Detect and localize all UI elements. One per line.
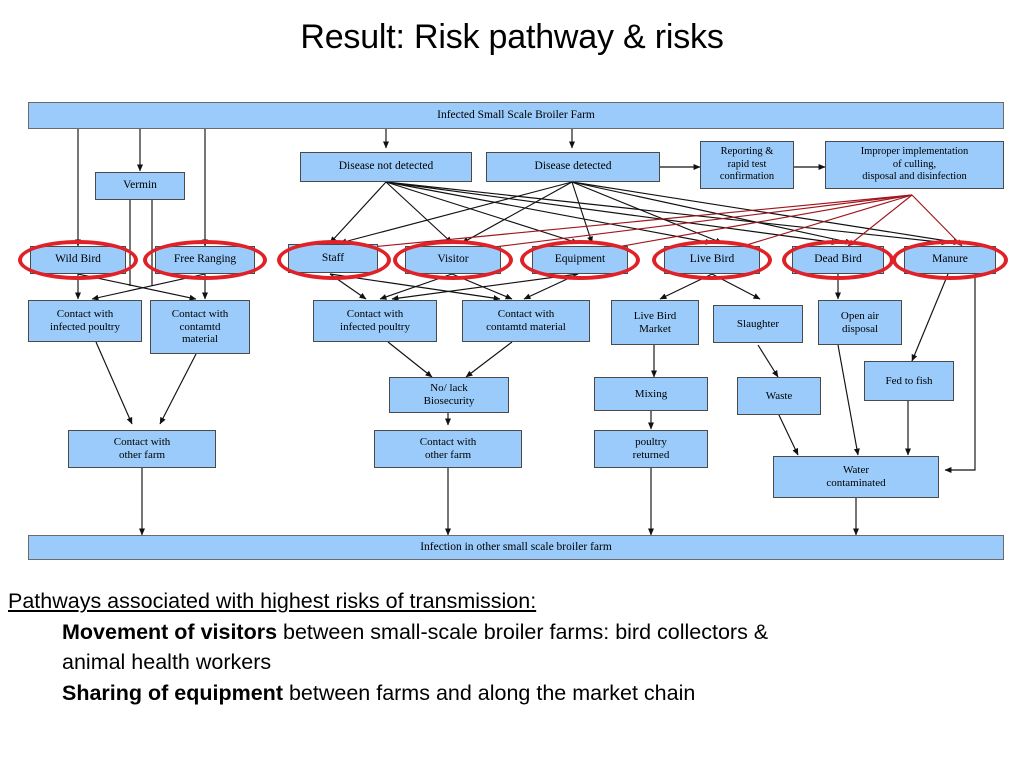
notes-item-1-bold: Movement of visitors [62, 619, 278, 644]
contact-inf-1-line-1: Contact with [56, 308, 114, 321]
notes-item-2: Sharing of equipment between farms and a… [62, 678, 1016, 709]
node-open-air-disposal: Open air disposal [818, 300, 902, 345]
node-contact-infected-poultry-right: Contact with infected poultry [313, 300, 437, 342]
node-improper-implementation: Improper implementation of culling, disp… [825, 141, 1004, 189]
node-visitor[interactable]: Visitor [405, 246, 501, 274]
node-contact-other-farm-left: Contact with other farm [68, 430, 216, 468]
poultry-returned-line-2: returned [632, 449, 670, 461]
node-disease-detected[interactable]: Disease detected [486, 152, 660, 182]
node-water-contaminated: Water contaminated [773, 456, 939, 498]
node-infected-farm-band[interactable]: Infected Small Scale Broiler Farm [28, 102, 1004, 129]
node-manure[interactable]: Manure [904, 246, 996, 274]
node-waste[interactable]: Waste [737, 377, 821, 415]
contact-inf-2-line-2: infected poultry [340, 321, 410, 333]
node-contact-contaminated-material-right: Contact with contamtd material [462, 300, 590, 342]
node-wild-bird[interactable]: Wild Bird [30, 246, 126, 274]
node-poultry-returned: poultry returned [594, 430, 708, 468]
water-cont-line-1: Water [843, 464, 869, 477]
page-title: Result: Risk pathway & risks [300, 18, 724, 56]
node-live-bird[interactable]: Live Bird [664, 246, 760, 274]
live-bird-market-line-2: Market [639, 322, 671, 335]
flowchart-edges [75, 129, 976, 536]
contact-cont-1-line-2: contamtd [179, 320, 221, 333]
open-air-line-1: Open air [840, 309, 880, 322]
node-reporting-rapid-test: Reporting & rapid test confirmation [700, 141, 794, 189]
node-free-ranging[interactable]: Free Ranging [155, 246, 255, 274]
other-farm-1-line-1: Contact with [113, 436, 171, 449]
node-staff[interactable]: Staff [288, 244, 378, 273]
node-infection-other-farm-band[interactable]: Infection in other small scale broiler f… [28, 535, 1004, 560]
notes-item-1-wrap: animal health workers [62, 650, 272, 675]
other-farm-1-line-2: other farm [118, 449, 166, 461]
notes-item-2-bold: Sharing of equipment [62, 680, 283, 705]
notes-block: Pathways associated with highest risks o… [8, 586, 1016, 708]
biosecurity-line-2: Biosecurity [423, 395, 475, 407]
node-live-bird-market: Live Bird Market [611, 300, 699, 345]
notes-item-1: Movement of visitors between small-scale… [62, 617, 1016, 648]
biosecurity-line-1: No/ lack [430, 382, 468, 395]
contact-inf-2-line-1: Contact with [346, 308, 404, 321]
node-contact-other-farm-right: Contact with other farm [374, 430, 522, 468]
contact-inf-1-line-2: infected poultry [50, 321, 120, 333]
contact-cont-2-line-1: Contact with [497, 308, 555, 321]
other-farm-2-line-1: Contact with [419, 436, 477, 449]
node-no-lack-biosecurity: No/ lack Biosecurity [389, 377, 509, 413]
reporting-line-3: confirmation [719, 171, 775, 183]
contact-cont-1-line-1: Contact with [171, 307, 229, 320]
node-dead-bird[interactable]: Dead Bird [792, 246, 884, 274]
risk-pathway-flowchart: Infected Small Scale Broiler Farm Vermin… [18, 102, 1008, 560]
improper-line-3: disposal and disinfection [862, 171, 967, 183]
node-vermin[interactable]: Vermin [95, 172, 185, 200]
water-cont-line-2: contaminated [826, 477, 886, 489]
other-farm-2-line-2: other farm [424, 449, 472, 461]
node-disease-not-detected[interactable]: Disease not detected [300, 152, 472, 182]
reporting-line-1: Reporting & [720, 146, 774, 158]
contact-cont-1-line-3: material [181, 333, 219, 346]
improper-line-1: Improper implementation [860, 146, 969, 158]
node-contact-contaminated-material-left: Contact with contamtd material [150, 300, 250, 354]
open-air-line-2: disposal [841, 322, 879, 335]
node-fed-to-fish[interactable]: Fed to fish [864, 361, 954, 401]
improper-line-2: of culling, [892, 158, 937, 170]
notes-item-2-rest: between farms and along the market chain [282, 680, 696, 705]
live-bird-market-line-1: Live Bird [633, 309, 677, 322]
poultry-returned-line-1: poultry [635, 436, 667, 449]
node-contact-infected-poultry-left: Contact with infected poultry [28, 300, 142, 342]
notes-item-1-rest: between small-scale broiler farms: bird … [277, 619, 769, 644]
notes-lead: Pathways associated with highest risks o… [8, 589, 537, 613]
node-slaughter[interactable]: Slaughter [713, 305, 803, 343]
contact-cont-2-line-2: contamtd material [486, 321, 566, 333]
reporting-line-2: rapid test [727, 158, 767, 170]
node-mixing[interactable]: Mixing [594, 377, 708, 411]
node-equipment[interactable]: Equipment [532, 246, 628, 274]
